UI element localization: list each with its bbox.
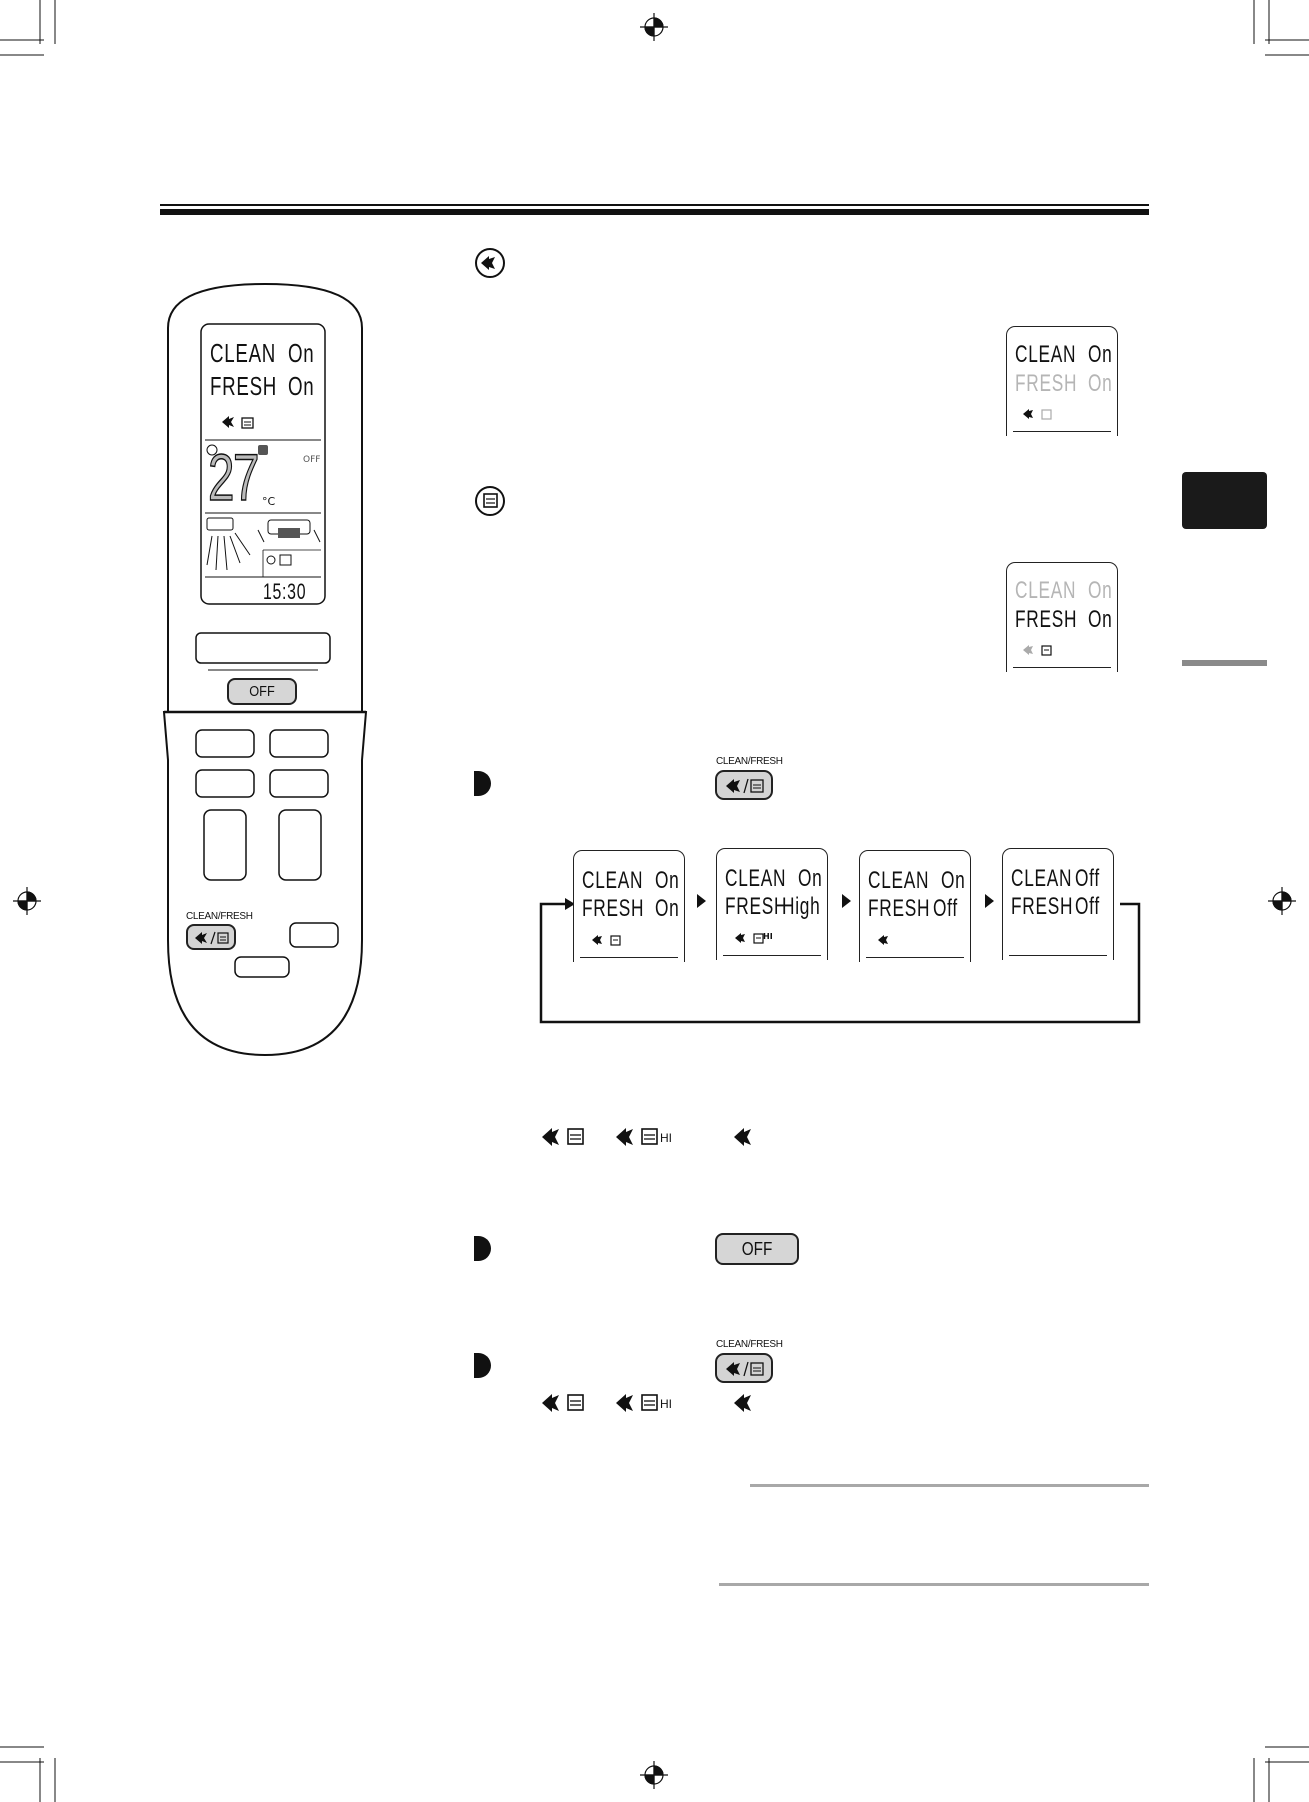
step3-button-label: CLEAN/FRESH: [716, 1339, 783, 1350]
clean-fresh-icons: [592, 935, 621, 946]
clean-icon: [878, 935, 888, 945]
fresh-section-display: CLEAN On FRESH On: [1006, 562, 1118, 672]
remote-lcd-clean: CLEAN: [210, 338, 276, 368]
cycle2-clean-label: CLEAN: [725, 865, 787, 892]
cycle-display-1: On CLEAN FRESH On: [573, 850, 685, 962]
cycle1-fresh-value: On: [655, 895, 680, 922]
note-rule-bottom: [719, 1583, 1149, 1586]
clean-display-fresh: FRESH: [1015, 370, 1077, 398]
header-rule-thin: [160, 204, 1149, 206]
fresh-display-clean-value-text: On: [1088, 577, 1113, 604]
clean-display-clean-value: On: [1088, 341, 1112, 369]
cycle-display-4: CLEAN Off FRESH Off: [1002, 848, 1114, 960]
remote-temperature-unit: °C: [262, 495, 276, 508]
remote-clock: 15:30: [263, 579, 307, 604]
clean-display-underline: [1013, 431, 1111, 433]
fresh-display-clean-label: CLEAN: [1015, 577, 1077, 604]
note-rule-top: [750, 1484, 1149, 1487]
remote-lcd-clean-value: On: [288, 338, 314, 368]
cycle2-clean-value: On: [798, 865, 823, 892]
fresh-display-icons: [1023, 645, 1052, 656]
cycle4-underline: [1009, 955, 1107, 957]
cycle-display-3: CLEAN On FRESH Off: [859, 850, 971, 962]
remote-lcd-fresh: FRESH: [210, 371, 277, 401]
cycle3-fresh-label: FRESH: [868, 895, 931, 922]
step3-bullet: [474, 1353, 491, 1378]
step2-bullet: [474, 1236, 491, 1261]
remote-off-button-label: OFF: [249, 683, 275, 700]
cycle-arrow-2: [842, 894, 851, 908]
fresh-display-fresh-value-text: On: [1088, 606, 1113, 633]
step1-clean-fresh-icon: [726, 778, 764, 794]
fresh-display-clean-value: On: [1088, 577, 1112, 605]
step3-hi-text: HI: [660, 1397, 672, 1411]
cycle4-fresh-value: Off: [1075, 893, 1100, 920]
remote-clean-fresh-label: CLEAN/FRESH: [186, 911, 253, 922]
cycle3-fresh-value: Off: [933, 895, 958, 922]
cycle2-hi-label: HI: [763, 932, 773, 941]
step1-clean-fresh-button[interactable]: [715, 770, 773, 800]
step3-mode-icon-row: [542, 1394, 751, 1412]
cycle2-fresh-label: FRESH: [725, 893, 788, 920]
clean-display-fresh-value: On: [1088, 370, 1112, 398]
clean-fresh-icons: [222, 416, 254, 429]
step1-hi-text: HI: [660, 1131, 672, 1145]
remote-lcd-fresh-label: FRESH: [210, 371, 278, 401]
fresh-section-icon: [475, 486, 505, 516]
cycle-arrow-1: [697, 894, 706, 908]
remote-control: CLEAN On FRESH On OFF 27 °C 15:30 OFF CL…: [160, 280, 370, 1060]
step1-bullet: [474, 771, 491, 796]
cycle-display-2: CLEAN On FRESH High HI: [716, 848, 828, 960]
header-rule-thick: [160, 209, 1149, 215]
fresh-display-clean: CLEAN: [1015, 577, 1076, 605]
clean-display-fresh-label: FRESH: [1015, 370, 1078, 397]
step2-off-button-label: OFF: [741, 1238, 773, 1259]
clean-section-icon: [475, 248, 505, 278]
section-tab-rule: [1182, 660, 1267, 666]
cycle2-fresh-value: High: [782, 893, 821, 920]
cycle3-underline: [866, 957, 964, 959]
remote-lcd-fresh-value-text: On: [288, 371, 315, 401]
cycle3-clean-label: CLEAN: [868, 867, 930, 894]
fresh-display-underline: [1013, 667, 1111, 669]
section-tab: [1182, 472, 1267, 529]
remote-body: [162, 282, 368, 1057]
cycle4-clean-value: Off: [1075, 865, 1100, 892]
step1-button-label: CLEAN/FRESH: [716, 756, 783, 767]
cycle3-clean-value: On: [941, 867, 966, 894]
step2-off-button[interactable]: OFF: [715, 1233, 799, 1265]
clean-fresh-hi-icons: [735, 933, 764, 944]
cycle-loop: [539, 898, 1141, 1024]
cycle1-fresh-label: FRESH: [582, 895, 645, 922]
remote-clean-fresh-button[interactable]: [186, 924, 236, 950]
fresh-display-fresh: FRESH: [1015, 606, 1077, 634]
step3-clean-fresh-icon: [726, 1361, 764, 1377]
clean-display-clean-value-text: On: [1088, 341, 1113, 368]
cycle2-underline: [723, 955, 821, 957]
clean-display-clean: CLEAN: [1015, 341, 1076, 369]
remote-lcd-clean-value-text: On: [288, 338, 315, 368]
cycle4-fresh-label: FRESH: [1011, 893, 1074, 920]
clean-display-clean-label: CLEAN: [1015, 341, 1077, 368]
clean-section-display: CLEAN On FRESH On: [1006, 326, 1118, 436]
step3-clean-fresh-button[interactable]: [715, 1353, 773, 1383]
clean-display-icons: [1023, 409, 1052, 420]
remote-off-indicator: OFF: [303, 455, 321, 465]
cycle1-clean-label: CLEAN: [582, 867, 644, 894]
step1-mode-icon-row: [542, 1128, 751, 1146]
cycle-arrow-3: [985, 894, 994, 908]
remote-temperature: 27: [207, 440, 260, 514]
remote-lcd-clean-label: CLEAN: [210, 338, 277, 368]
cycle4-clean-label: CLEAN: [1011, 865, 1073, 892]
remote-lcd-fresh-value: On: [288, 371, 314, 401]
cycle1-underline: [580, 957, 678, 959]
remote-off-button[interactable]: OFF: [227, 678, 297, 705]
cycle1-clean-value: On: [655, 867, 680, 894]
fresh-display-fresh-value: On: [1088, 606, 1112, 634]
clean-fresh-button-icon: [195, 931, 229, 945]
fresh-display-fresh-label: FRESH: [1015, 606, 1078, 633]
clean-display-fresh-value-text: On: [1088, 370, 1113, 397]
